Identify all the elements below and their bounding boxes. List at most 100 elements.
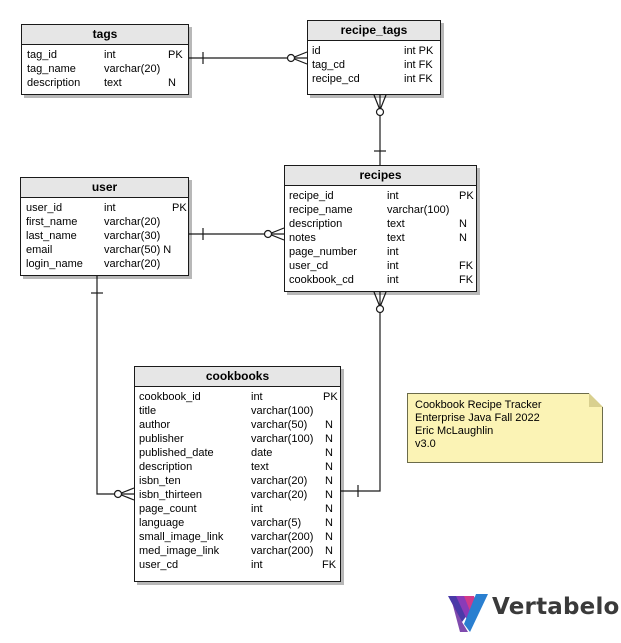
column-flag: N bbox=[325, 545, 333, 557]
column-type: int bbox=[387, 274, 399, 286]
column-type: int bbox=[104, 202, 116, 214]
column-row: email varchar(50) N bbox=[21, 243, 188, 257]
column-type: int bbox=[251, 503, 263, 515]
column-type: varchar(20) bbox=[104, 63, 161, 75]
column-name: small_image_link bbox=[139, 531, 224, 543]
column-name: description bbox=[289, 218, 343, 230]
column-type: varchar(20) bbox=[104, 216, 161, 228]
column-row: user_cd int FK bbox=[135, 558, 340, 572]
column-type: text bbox=[387, 232, 405, 244]
column-type: varchar(200) bbox=[251, 531, 314, 543]
column-flag: PK bbox=[172, 202, 187, 214]
brand-name: Vertabelo bbox=[492, 594, 620, 620]
table-title: tags bbox=[22, 25, 188, 45]
column-flag: N bbox=[325, 447, 333, 459]
table-recipe-tags[interactable]: recipe_tags id int PK tag_cd int FK reci… bbox=[307, 20, 441, 95]
sticky-note[interactable]: Cookbook Recipe Tracker Enterprise Java … bbox=[407, 393, 603, 463]
column-row: id int PK bbox=[308, 44, 440, 58]
column-row: login_name varchar(20) bbox=[21, 257, 188, 271]
column-row: small_image_link varchar(200) N bbox=[135, 530, 340, 544]
rel-cookbooks-recipes bbox=[341, 292, 381, 492]
column-flag: PK bbox=[323, 391, 338, 403]
column-name: tag_id bbox=[27, 49, 57, 61]
vertabelo-logo-icon bbox=[448, 594, 488, 632]
column-flag: N bbox=[325, 489, 333, 501]
column-type: varchar(50) N bbox=[104, 244, 172, 256]
column-name: user_id bbox=[26, 202, 63, 214]
column-type: int bbox=[251, 391, 263, 403]
column-name: isbn_thirteen bbox=[139, 489, 202, 501]
column-row: page_number int bbox=[285, 245, 476, 259]
column-type: varchar(100) bbox=[251, 405, 314, 417]
column-flag: N bbox=[325, 531, 333, 543]
column-row: recipe_name varchar(100) bbox=[285, 203, 476, 217]
column-name: tag_name bbox=[27, 63, 76, 75]
column-type: varchar(200) bbox=[251, 545, 314, 557]
column-name: cookbook_cd bbox=[289, 274, 354, 286]
column-row: description text N bbox=[22, 76, 188, 90]
column-row: med_image_link varchar(200) N bbox=[135, 544, 340, 558]
note-line: Eric McLaughlin bbox=[415, 425, 494, 437]
column-name: recipe_name bbox=[289, 204, 353, 216]
column-type: varchar(20) bbox=[251, 475, 308, 487]
column-name: page_count bbox=[139, 503, 197, 515]
column-type: int bbox=[387, 246, 399, 258]
column-type: int bbox=[251, 559, 263, 571]
note-line: Cookbook Recipe Tracker bbox=[415, 399, 542, 411]
column-name: isbn_ten bbox=[139, 475, 181, 487]
column-row: first_name varchar(20) bbox=[21, 215, 188, 229]
column-type: int FK bbox=[404, 59, 433, 71]
column-row: description text N bbox=[285, 217, 476, 231]
column-row: user_id int PK bbox=[21, 201, 188, 215]
table-title: recipes bbox=[285, 166, 476, 186]
column-name: description bbox=[27, 77, 81, 89]
column-type: varchar(20) bbox=[251, 489, 308, 501]
table-user[interactable]: user user_id int PK first_name varchar(2… bbox=[20, 177, 189, 276]
column-type: varchar(5) bbox=[251, 517, 302, 529]
column-type: varchar(50) bbox=[251, 419, 308, 431]
column-type: int PK bbox=[404, 45, 434, 57]
column-type: text bbox=[387, 218, 405, 230]
column-flag: N bbox=[459, 232, 467, 244]
column-row: cookbook_cd int FK bbox=[285, 273, 476, 287]
column-name: login_name bbox=[26, 258, 83, 270]
column-type: varchar(100) bbox=[251, 433, 314, 445]
column-type: int bbox=[387, 260, 399, 272]
column-name: publisher bbox=[139, 433, 184, 445]
column-flag: PK bbox=[459, 190, 474, 202]
column-flag: PK bbox=[168, 49, 183, 61]
column-name: language bbox=[139, 517, 185, 529]
column-name: med_image_link bbox=[139, 545, 220, 557]
column-flag: FK bbox=[322, 559, 337, 571]
rel-cookbooks-optional-circle bbox=[113, 489, 123, 499]
table-tags[interactable]: tags tag_id int PK tag_name varchar(20) … bbox=[21, 24, 189, 95]
column-flag: FK bbox=[459, 260, 474, 272]
column-flag: N bbox=[325, 419, 333, 431]
column-name: user_cd bbox=[289, 260, 329, 272]
table-title: cookbooks bbox=[135, 367, 340, 387]
note-fold-corner bbox=[589, 393, 603, 407]
column-name: page_number bbox=[289, 246, 357, 258]
column-row: recipe_cd int FK bbox=[308, 72, 440, 86]
column-type: int bbox=[104, 49, 116, 61]
column-name: user_cd bbox=[139, 559, 179, 571]
column-row: notes text N bbox=[285, 231, 476, 245]
column-type: varchar(30) bbox=[104, 230, 161, 242]
column-name: notes bbox=[289, 232, 316, 244]
column-flag: N bbox=[168, 77, 176, 89]
column-flag: N bbox=[325, 517, 333, 529]
column-name: id bbox=[312, 45, 321, 57]
rel-recipe-tags-optional-circle-2 bbox=[375, 107, 385, 117]
table-recipes[interactable]: recipes recipe_id int PK recipe_name var… bbox=[284, 165, 477, 292]
column-row: tag_id int PK bbox=[22, 48, 188, 62]
column-flag: N bbox=[325, 475, 333, 487]
rel-recipes-optional-circle bbox=[263, 229, 273, 239]
note-line: Enterprise Java Fall 2022 bbox=[415, 412, 540, 424]
column-type: text bbox=[104, 77, 122, 89]
